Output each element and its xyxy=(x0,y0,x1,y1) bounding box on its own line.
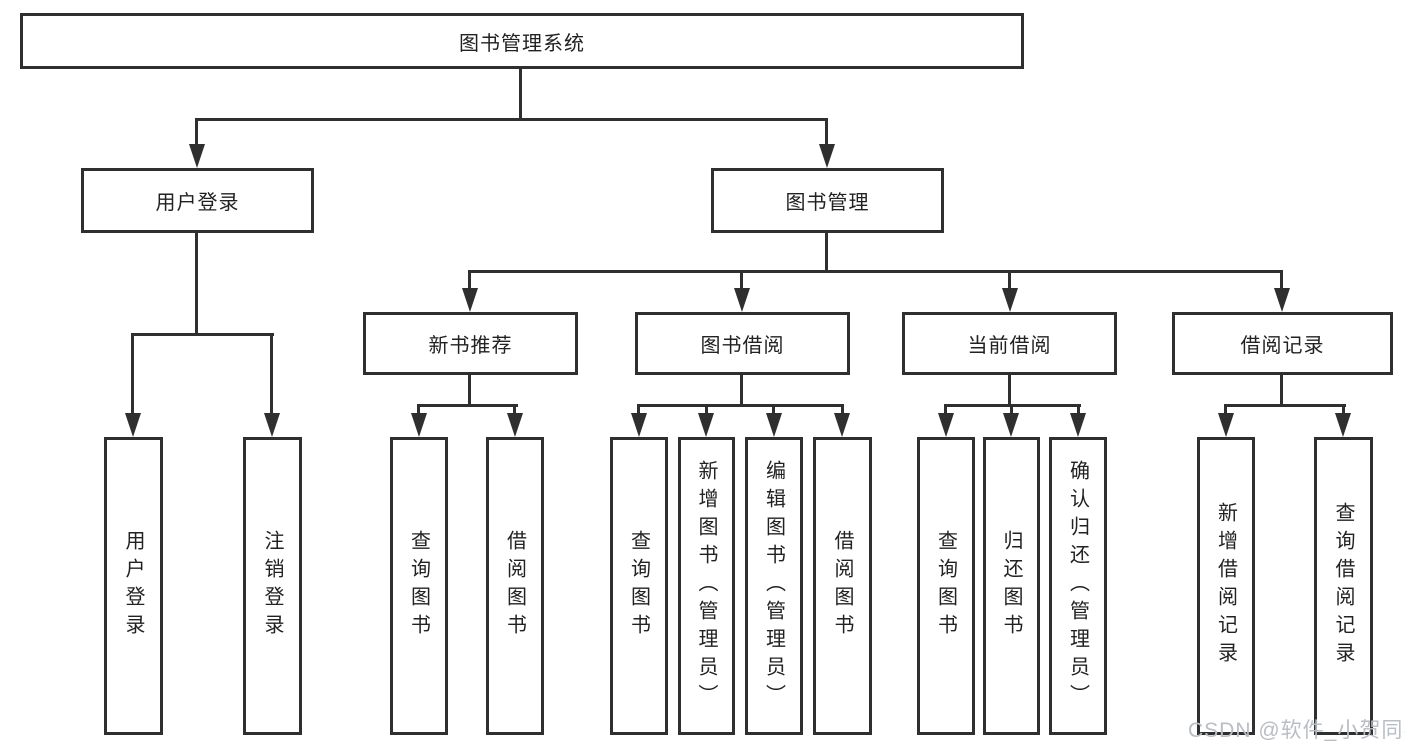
arrow-down-icon xyxy=(1335,413,1351,437)
connector-line xyxy=(270,333,273,415)
leaf-query-books-recommend: 查询图书 xyxy=(390,437,448,735)
node-book-borrowing: 图书借阅 xyxy=(635,312,850,375)
connector-line xyxy=(740,374,743,407)
node-book-management: 图书管理 xyxy=(711,168,944,233)
connector-line xyxy=(131,333,274,336)
leaf-borrow-books-borrowing: 借阅图书 xyxy=(813,437,872,735)
leaf-query-borrow-record: 查询借阅记录 xyxy=(1314,437,1373,735)
connector-line xyxy=(1077,404,1080,416)
connector-line xyxy=(944,404,947,416)
arrow-down-icon xyxy=(834,413,850,437)
leaf-return-book: 归还图书 xyxy=(983,437,1040,735)
leaf-add-book-admin: 新增图书（管理员） xyxy=(678,437,735,735)
leaf-borrow-books-recommend: 借阅图书 xyxy=(486,437,544,735)
connector-line xyxy=(825,118,828,148)
arrow-down-icon xyxy=(766,413,782,437)
connector-line xyxy=(772,404,775,416)
connector-line xyxy=(841,404,844,416)
node-borrowing-records: 借阅记录 xyxy=(1172,312,1393,375)
arrow-down-icon xyxy=(462,288,478,312)
leaf-query-books-current: 查询图书 xyxy=(917,437,975,735)
connector-line xyxy=(1224,404,1346,407)
connector-line xyxy=(1008,374,1011,407)
connector-line xyxy=(740,270,743,290)
connector-line xyxy=(1280,374,1283,407)
node-new-book-recommendation: 新书推荐 xyxy=(363,312,578,375)
arrow-down-icon xyxy=(125,413,141,437)
connector-line xyxy=(637,404,844,407)
connector-line xyxy=(1342,404,1345,416)
leaf-confirm-return-admin: 确认归还（管理员） xyxy=(1049,437,1107,735)
arrow-down-icon xyxy=(189,144,205,168)
node-library-management-system: 图书管理系统 xyxy=(20,13,1024,69)
connector-line xyxy=(705,404,708,416)
node-current-borrowing: 当前借阅 xyxy=(902,312,1117,375)
connector-line xyxy=(637,404,640,416)
connector-line xyxy=(195,231,198,336)
csdn-watermark: CSDN @软件_小贺同学 xyxy=(1188,719,1405,742)
arrow-down-icon xyxy=(264,413,280,437)
connector-line xyxy=(1224,404,1227,416)
connector-line xyxy=(417,404,518,407)
leaf-query-books-borrowing: 查询图书 xyxy=(610,437,668,735)
arrow-down-icon xyxy=(734,288,750,312)
arrow-down-icon xyxy=(819,144,835,168)
leaf-logout: 注销登录 xyxy=(243,437,302,735)
leaf-user-login: 用户登录 xyxy=(104,437,163,735)
leaf-add-borrow-record: 新增借阅记录 xyxy=(1197,437,1255,735)
node-user-login-branch: 用户登录 xyxy=(81,168,314,233)
arrow-down-icon xyxy=(1003,413,1019,437)
connector-line xyxy=(468,374,471,407)
connector-line xyxy=(468,270,471,290)
connector-line xyxy=(1280,270,1283,290)
leaf-edit-book-admin: 编辑图书（管理员） xyxy=(745,437,803,735)
arrow-down-icon xyxy=(411,413,427,437)
connector-line xyxy=(513,404,516,416)
connector-line xyxy=(131,333,134,415)
arrow-down-icon xyxy=(1070,413,1086,437)
arrow-down-icon xyxy=(1218,413,1234,437)
connector-line xyxy=(1008,270,1011,290)
connector-line xyxy=(417,404,420,416)
connector-line xyxy=(195,118,198,148)
arrow-down-icon xyxy=(1002,288,1018,312)
connector-line xyxy=(825,231,828,273)
arrow-down-icon xyxy=(698,413,714,437)
connector-line xyxy=(519,68,522,121)
arrow-down-icon xyxy=(507,413,523,437)
arrow-down-icon xyxy=(1274,288,1290,312)
connector-line xyxy=(1010,404,1013,416)
connector-line xyxy=(468,270,1283,273)
arrow-down-icon xyxy=(938,413,954,437)
connector-line xyxy=(195,118,828,121)
arrow-down-icon xyxy=(631,413,647,437)
